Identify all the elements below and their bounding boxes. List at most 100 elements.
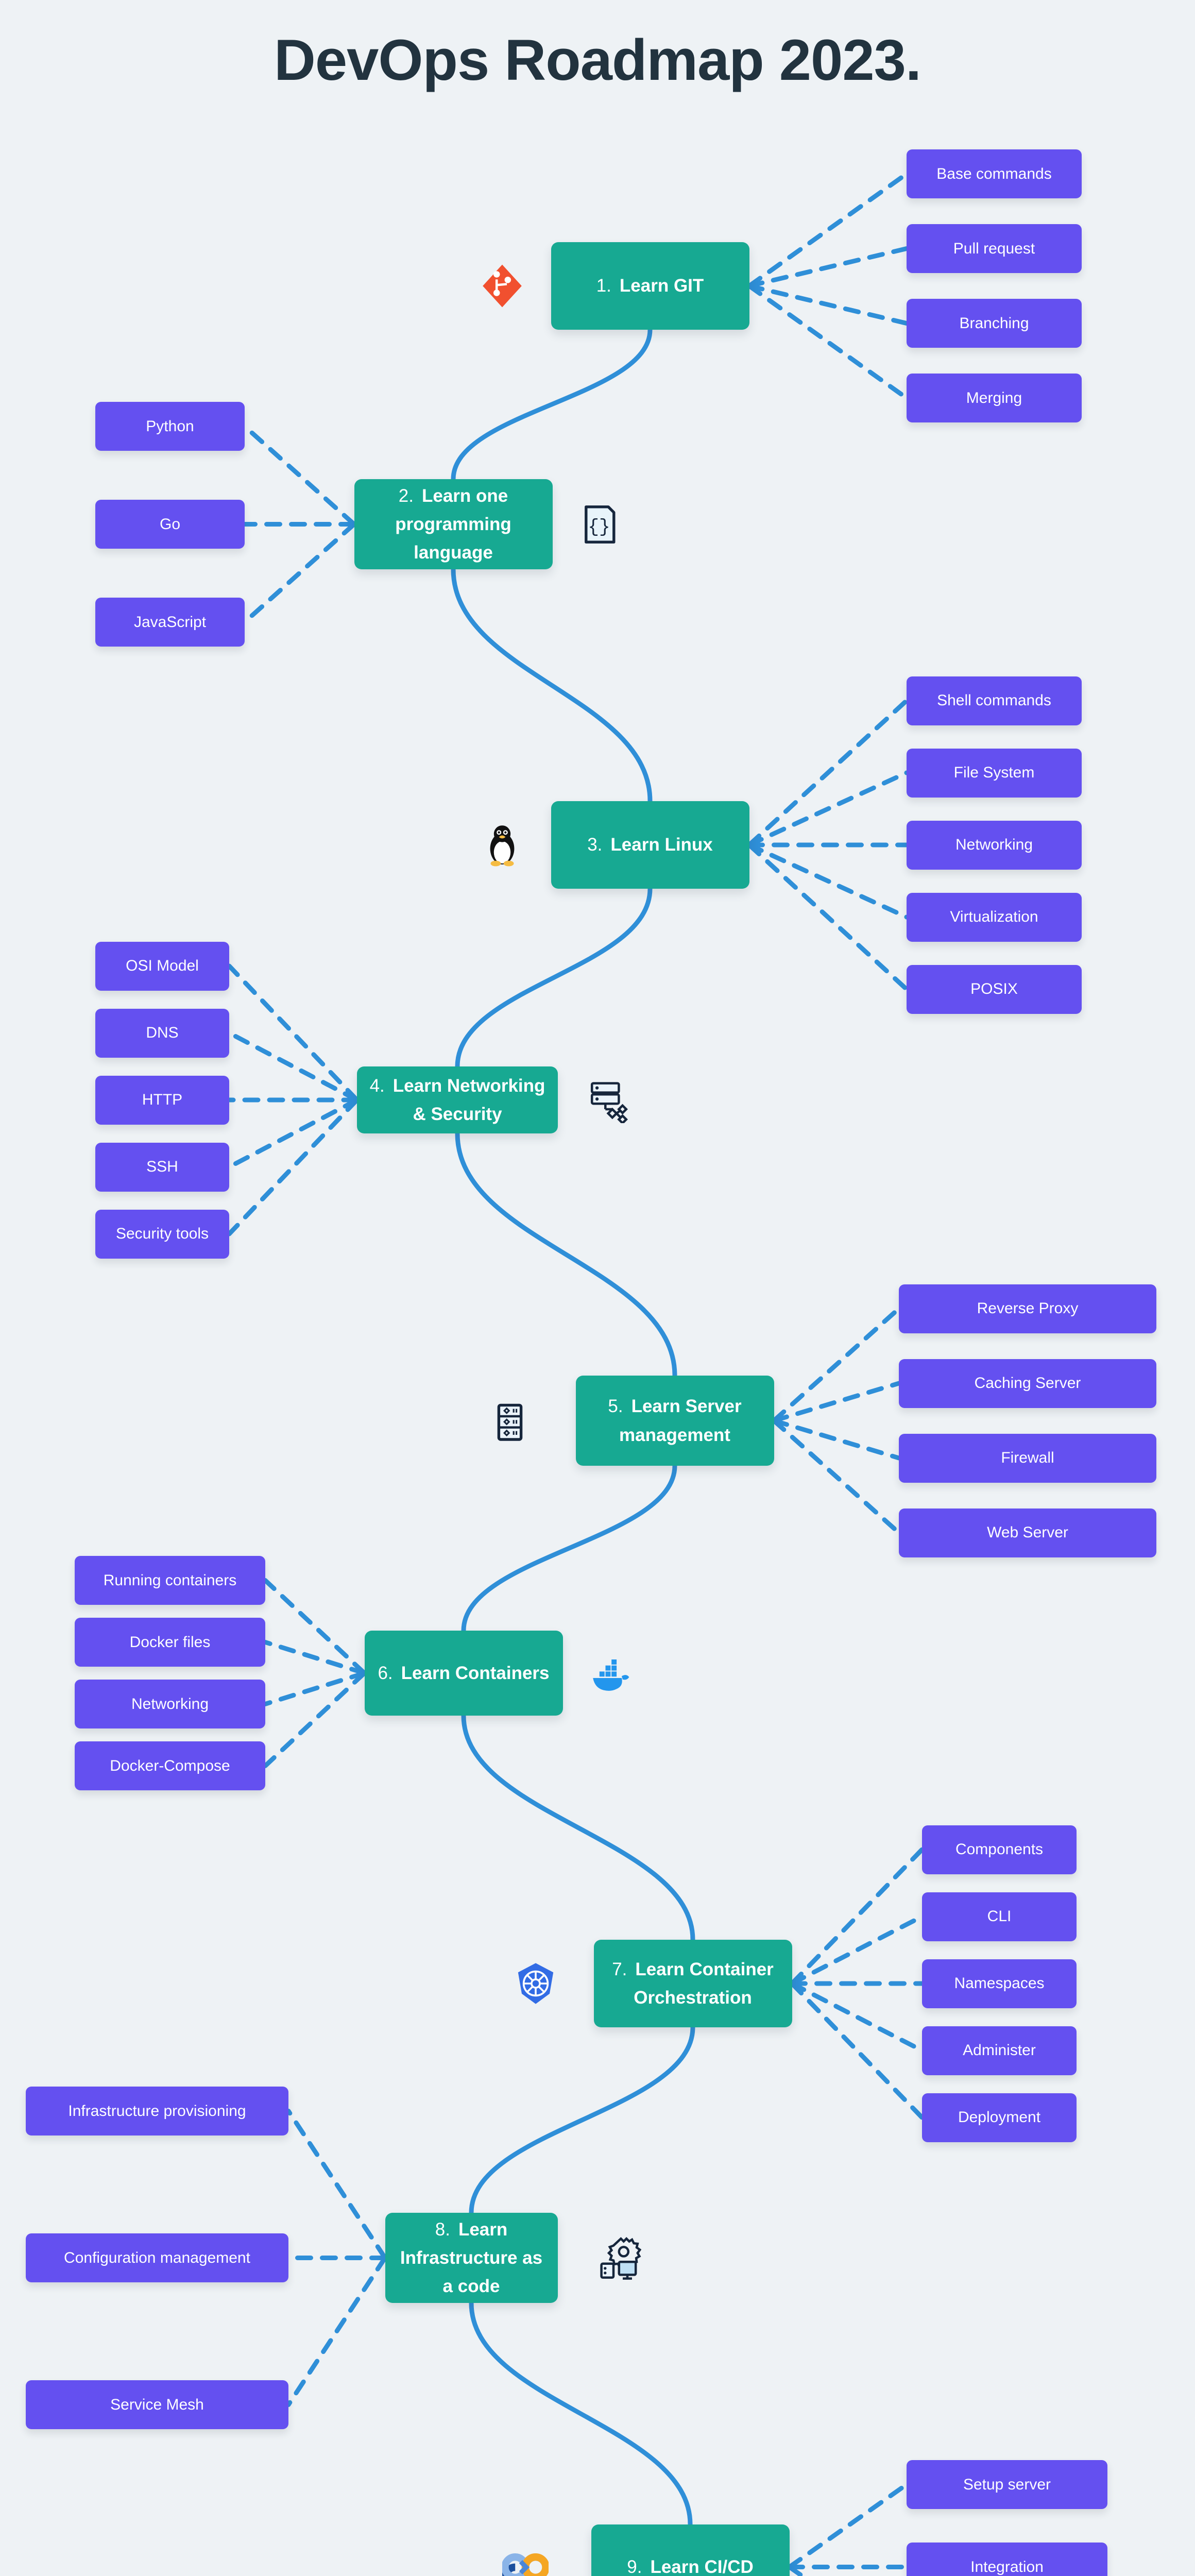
main-node-step-1[interactable]: 1. Learn GIT bbox=[551, 242, 749, 330]
code-braces-icon: {} bbox=[576, 501, 622, 548]
sub-node[interactable]: Running containers bbox=[75, 1556, 265, 1605]
sub-node-label: Security tools bbox=[115, 1225, 209, 1242]
main-node-label: Learn CI/CD bbox=[650, 2556, 754, 2576]
sub-node[interactable]: Go bbox=[95, 500, 245, 549]
main-node-text: 9. Learn CI/CD bbox=[627, 2553, 754, 2576]
sub-node[interactable]: Virtualization bbox=[907, 892, 1082, 942]
main-node-number: 2. bbox=[398, 485, 414, 506]
main-node-number: 6. bbox=[378, 1663, 393, 1683]
sub-node[interactable]: Caching Server bbox=[899, 1359, 1156, 1408]
main-node-number: 3. bbox=[587, 835, 603, 855]
sub-node[interactable]: Security tools bbox=[95, 1209, 229, 1259]
main-node-number: 1. bbox=[596, 276, 611, 296]
sub-node-label: Base commands bbox=[936, 165, 1052, 182]
sub-node-label: Running containers bbox=[103, 1571, 237, 1589]
sub-node[interactable]: HTTP bbox=[95, 1075, 229, 1125]
sub-node[interactable]: JavaScript bbox=[95, 598, 245, 647]
git-icon bbox=[479, 263, 525, 309]
sub-node-label: Service Mesh bbox=[110, 2396, 204, 2413]
sub-node[interactable]: Namespaces bbox=[922, 1959, 1077, 2008]
main-node-step-3[interactable]: 3. Learn Linux bbox=[551, 801, 749, 889]
main-node-step-2[interactable]: 2.Learn one programming language bbox=[354, 479, 553, 569]
sub-node-label: Docker files bbox=[129, 1633, 211, 1651]
main-node-text: 8.Learn Infrastructure as a code bbox=[395, 2215, 549, 2301]
sub-node-label: Branching bbox=[959, 314, 1029, 332]
main-node-label: Learn one programming language bbox=[395, 485, 511, 563]
sub-node[interactable]: Branching bbox=[907, 299, 1082, 348]
main-node-label: Learn GIT bbox=[619, 276, 704, 296]
sub-node[interactable]: Merging bbox=[907, 374, 1082, 422]
main-node-number: 4. bbox=[369, 1075, 385, 1096]
main-node-number: 7. bbox=[612, 1959, 627, 1979]
main-node-step-7[interactable]: 7. Learn Container Orchestration bbox=[593, 1940, 792, 2027]
sub-node[interactable]: Configuration management bbox=[26, 2233, 288, 2282]
sub-node[interactable]: Setup server bbox=[907, 2460, 1107, 2509]
iac-gear-icon bbox=[595, 2235, 641, 2281]
sub-node[interactable]: Networking bbox=[907, 820, 1082, 870]
main-node-label: Learn Networking & Security bbox=[392, 1075, 545, 1124]
main-node-number: 8. bbox=[435, 2219, 450, 2240]
sub-node-label: Integration bbox=[970, 2558, 1044, 2575]
sub-node-label: Setup server bbox=[963, 2476, 1051, 2493]
main-node-text: 7. Learn Container Orchestration bbox=[603, 1955, 783, 2012]
sub-node[interactable]: OSI Model bbox=[95, 941, 229, 991]
main-node-text: 1. Learn GIT bbox=[596, 272, 704, 300]
sub-node[interactable]: Base commands bbox=[907, 149, 1082, 198]
sub-node[interactable]: Networking bbox=[75, 1680, 265, 1728]
server-rack-icon bbox=[487, 1398, 533, 1444]
sub-node-label: Reverse Proxy bbox=[977, 1300, 1079, 1317]
sub-node[interactable]: Python bbox=[95, 402, 245, 451]
main-node-step-5[interactable]: 5.Learn Server management bbox=[575, 1376, 774, 1466]
main-node-label: Learn Container Orchestration bbox=[634, 1959, 774, 2008]
sub-node-label: SSH bbox=[146, 1158, 178, 1175]
main-node-step-6[interactable]: 6.Learn Containers bbox=[364, 1631, 563, 1716]
sub-node-label: Namespaces bbox=[954, 1975, 1045, 1992]
main-node-number: 9. bbox=[627, 2556, 642, 2576]
main-node-text: 2.Learn one programming language bbox=[364, 482, 543, 567]
sub-node[interactable]: Firewall bbox=[899, 1433, 1156, 1483]
sub-node[interactable]: Docker-Compose bbox=[75, 1741, 265, 1790]
sub-node-label: Networking bbox=[131, 1695, 209, 1713]
sub-node[interactable]: Docker files bbox=[75, 1618, 265, 1667]
sub-node[interactable]: Components bbox=[922, 1825, 1077, 1874]
main-node-step-4[interactable]: 4. Learn Networking & Security bbox=[357, 1066, 558, 1133]
sub-node-label: Go bbox=[159, 515, 181, 533]
sub-node-label: DNS bbox=[146, 1024, 179, 1041]
sub-node-label: Shell commands bbox=[937, 692, 1051, 709]
sub-node-label: File System bbox=[953, 764, 1035, 781]
sub-node[interactable]: Administer bbox=[922, 2026, 1077, 2075]
sub-node-label: Caching Server bbox=[974, 1375, 1081, 1392]
sub-node-label: CLI bbox=[987, 1908, 1012, 1925]
main-node-step-8[interactable]: 8.Learn Infrastructure as a code bbox=[385, 2213, 558, 2303]
sub-node[interactable]: Infrastructure provisioning bbox=[26, 2087, 288, 2136]
network-server-icon bbox=[584, 1077, 630, 1123]
sub-node[interactable]: CLI bbox=[922, 1892, 1077, 1941]
sub-node-label: Python bbox=[146, 417, 194, 435]
kubernetes-helm-icon bbox=[513, 1960, 559, 2007]
main-node-text: 3. Learn Linux bbox=[587, 831, 713, 859]
sub-node[interactable]: Reverse Proxy bbox=[899, 1284, 1156, 1333]
sub-node[interactable]: POSIX bbox=[907, 964, 1082, 1014]
sub-node[interactable]: Service Mesh bbox=[26, 2380, 288, 2429]
sub-node-label: Web Server bbox=[987, 1524, 1068, 1541]
devops-infinity-icon bbox=[502, 2544, 549, 2576]
main-node-step-9[interactable]: 9. Learn CI/CD bbox=[591, 2524, 790, 2576]
main-node-text: 5.Learn Server management bbox=[585, 1392, 765, 1449]
sub-node-label: POSIX bbox=[970, 980, 1018, 997]
main-node-text: 4. Learn Networking & Security bbox=[366, 1072, 549, 1129]
sub-node-label: Networking bbox=[955, 836, 1033, 853]
sub-node[interactable]: Deployment bbox=[922, 2093, 1077, 2142]
sub-node[interactable]: Pull request bbox=[907, 224, 1082, 273]
svg-text:{}: {} bbox=[588, 516, 610, 537]
sub-node-label: Infrastructure provisioning bbox=[68, 2102, 246, 2120]
sub-node[interactable]: File System bbox=[907, 748, 1082, 798]
docker-whale-icon bbox=[585, 1650, 631, 1697]
main-node-label: Learn Linux bbox=[610, 835, 713, 855]
sub-node-label: HTTP bbox=[142, 1091, 183, 1108]
sub-node[interactable]: SSH bbox=[95, 1142, 229, 1192]
sub-node[interactable]: Shell commands bbox=[907, 676, 1082, 725]
sub-node[interactable]: Web Server bbox=[899, 1508, 1156, 1557]
sub-node[interactable]: DNS bbox=[95, 1008, 229, 1058]
sub-node[interactable]: Integration bbox=[907, 2543, 1107, 2576]
